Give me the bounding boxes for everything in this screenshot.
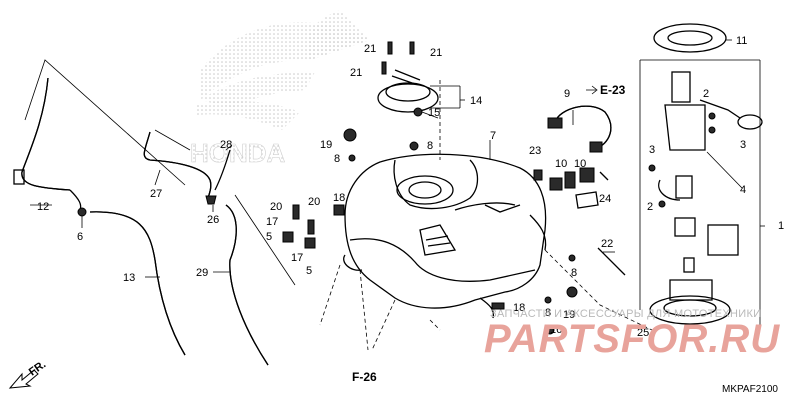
fuel-pipe <box>547 105 612 153</box>
part-label-13: 13 <box>123 272 135 284</box>
part-label-5: 5 <box>266 231 272 243</box>
part-label-19: 19 <box>320 139 332 151</box>
part-label-10: 10 <box>574 158 586 170</box>
part-label-24: 24 <box>599 193 611 205</box>
part-label-21: 21 <box>364 43 376 55</box>
section-reference-f26[interactable]: F-26 <box>352 370 377 384</box>
part-label-17: 17 <box>266 216 278 228</box>
part-label-6: 6 <box>77 231 83 243</box>
part-label-18: 18 <box>513 302 525 314</box>
part-label-23: 23 <box>529 145 541 157</box>
part-label-8: 8 <box>545 307 551 319</box>
honda-brand-text: HONDA <box>190 138 286 168</box>
part-label-20: 20 <box>308 196 320 208</box>
part-label-21: 21 <box>350 67 362 79</box>
part-label-12: 12 <box>37 201 49 213</box>
part-label-14: 14 <box>470 95 482 107</box>
diagram-code: MKPAF2100 <box>722 384 778 395</box>
part-label-25: 25 <box>637 327 649 339</box>
part-number-labels: 1 2 2 3 3 4 5 5 6 7 8 8 8 8 9 10 10 11 1… <box>37 35 784 339</box>
part-label-21: 21 <box>430 47 442 59</box>
part-label-5: 5 <box>306 265 312 277</box>
honda-wing-watermark: HONDA <box>190 10 370 168</box>
part-label-27: 27 <box>150 188 162 200</box>
part-label-19: 19 <box>563 309 575 321</box>
part-label-22: 22 <box>601 238 613 250</box>
part-label-8: 8 <box>571 267 577 279</box>
part-label-26: 26 <box>207 214 219 226</box>
part-label-8: 8 <box>427 140 433 152</box>
part-label-20: 20 <box>270 201 282 213</box>
part-label-10: 10 <box>555 158 567 170</box>
part-label-28: 28 <box>220 139 232 151</box>
part-label-2: 2 <box>703 88 709 100</box>
part-label-18: 18 <box>333 192 345 204</box>
hose-parts-left <box>13 77 269 366</box>
section-reference-e23[interactable]: E-23 <box>600 83 626 97</box>
part-label-9: 9 <box>564 88 570 100</box>
front-direction-arrow-icon: FR. <box>8 358 48 389</box>
fuel-pump-assembly <box>648 71 763 301</box>
part-label-16: 16 <box>550 324 562 336</box>
fuel-cap-assembly <box>377 41 439 117</box>
part-label-3: 3 <box>649 144 655 156</box>
fuel-pump-ring <box>649 23 731 325</box>
part-label-17: 17 <box>291 252 303 264</box>
part-label-11: 11 <box>736 35 747 47</box>
watermark-logo: PARTSFOR.RU <box>484 317 780 361</box>
part-label-1: 1 <box>778 220 784 232</box>
part-label-15: 15 <box>428 107 440 119</box>
fuel-tank <box>343 153 547 319</box>
part-label-8: 8 <box>334 153 340 165</box>
part-label-7: 7 <box>490 130 496 142</box>
part-label-2: 2 <box>647 201 653 213</box>
watermark-tagline: ЗАПЧАСТИ И АКСЕССУАРЫ ДЛЯ МОТОТЕХНИКИ <box>490 308 761 320</box>
part-label-29: 29 <box>196 267 208 279</box>
part-label-4: 4 <box>740 184 746 196</box>
small-parts <box>282 128 626 335</box>
leader-lines <box>24 39 765 351</box>
part-label-3: 3 <box>740 139 746 151</box>
